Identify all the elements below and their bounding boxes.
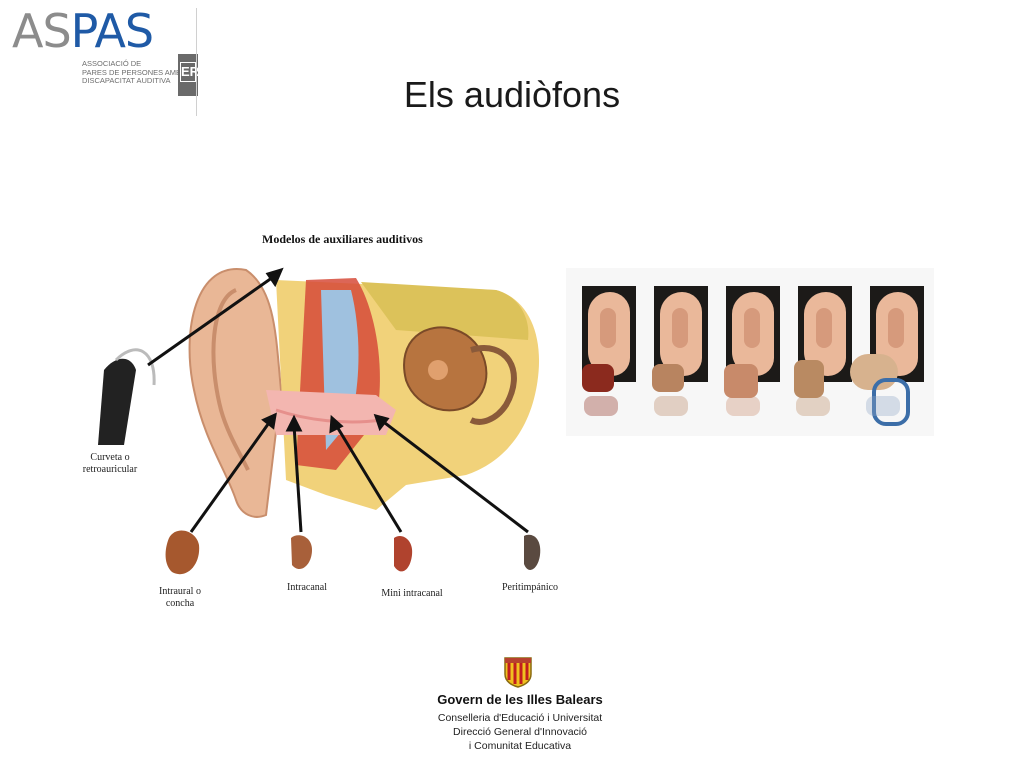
ear-illustration <box>98 267 541 575</box>
logo-subtitle: ASSOCIACIÓ DE PARES DE PERSONES AMB DISC… <box>82 59 182 86</box>
logo-as-text: AS <box>12 4 72 58</box>
receiver-tube-icon <box>872 378 910 426</box>
label-bte-line: retroauricular <box>82 464 138 475</box>
reflection <box>654 396 688 416</box>
govern-line: i Comunitat Educativa <box>468 740 572 752</box>
hearing-aid-icon <box>652 364 684 392</box>
coat-of-arms-icon <box>504 657 532 688</box>
label-cic: Peritimpánico <box>501 582 559 593</box>
logo-divider <box>196 8 197 116</box>
reflection <box>584 396 618 416</box>
hearing-aid-icon <box>794 360 824 398</box>
govern-line: Direcció General d'Innovació <box>453 726 587 738</box>
hearing-aid-photos <box>566 268 934 436</box>
reflection <box>796 396 830 416</box>
label-mini: Mini intracanal <box>381 588 443 599</box>
slide-title: Els audiòfons <box>0 74 1024 116</box>
label-ite: Intraural o concha <box>150 586 210 610</box>
govern-logo: Govern de les Illes Balears Conselleria … <box>420 652 620 760</box>
reflection <box>866 396 900 416</box>
logo-sub-line: PARES DE PERSONES AMB <box>82 67 182 77</box>
logo-pas-text: PAS <box>70 4 154 58</box>
reflection <box>726 396 760 416</box>
hearing-aid-models-diagram: Modelos de auxiliares auditivos <box>76 220 576 630</box>
hearing-aid-icon <box>582 364 614 392</box>
diagram-title: Modelos de auxiliares auditivos <box>262 232 423 246</box>
aspas-logo: ASPAS ASSOCIACIÓ DE PARES DE PERSONES AM… <box>10 8 210 116</box>
govern-line: Conselleria d'Educació i Universitat <box>437 712 603 724</box>
slide-title-text: Els audiòfons <box>403 74 621 115</box>
label-ite-line: concha <box>165 598 195 609</box>
govern-name: Govern de les Illes Balears <box>437 692 603 707</box>
certification-badge: ER <box>178 54 199 96</box>
logo-sub-line: ASSOCIACIÓ DE <box>82 59 142 68</box>
hearing-aid-icon <box>724 364 758 398</box>
logo-sub-line: DISCAPACITAT AUDITIVA <box>82 76 171 85</box>
aspas-wordmark: ASPAS <box>12 8 154 54</box>
badge-text: ER <box>180 62 199 82</box>
label-itc: Intracanal <box>287 582 327 593</box>
label-ite-line: Intraural o <box>159 586 201 597</box>
label-bte-line: Curveta o <box>90 452 130 463</box>
label-bte: Curveta o retroauricular <box>78 452 142 476</box>
